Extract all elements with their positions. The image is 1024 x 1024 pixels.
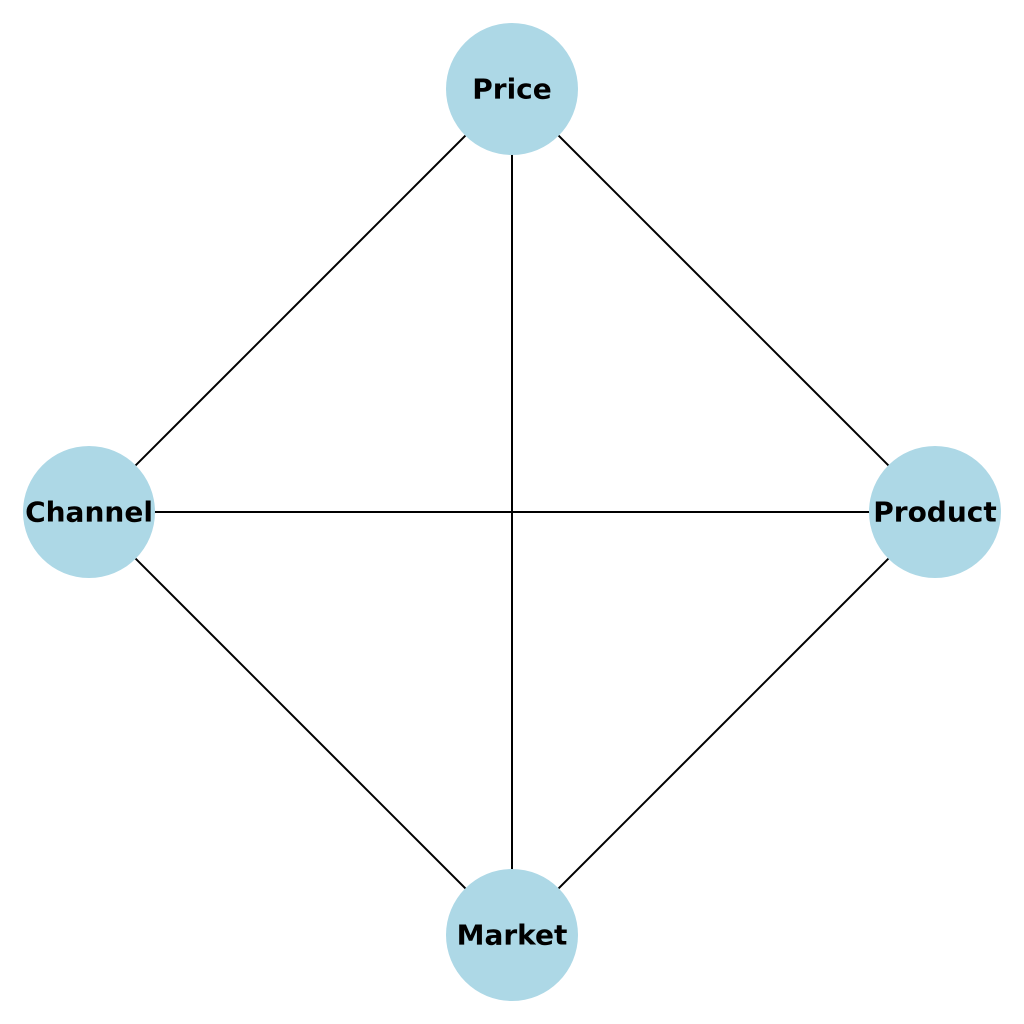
node-label-market: Market: [457, 919, 568, 952]
edge-product-market: [511, 511, 936, 936]
node-circle-product: [869, 446, 1001, 578]
node-product: Product: [869, 446, 1001, 578]
node-channel: Channel: [23, 446, 155, 578]
node-label-product: Product: [873, 496, 997, 529]
edge-price-product: [511, 88, 936, 513]
node-label-channel: Channel: [25, 496, 153, 529]
edges-layer: [88, 88, 936, 936]
node-circle-market: [446, 869, 578, 1001]
edge-price-channel: [88, 88, 513, 513]
node-price: Price: [446, 23, 578, 155]
edge-channel-market: [88, 511, 513, 936]
node-market: Market: [446, 869, 578, 1001]
node-circle-channel: [23, 446, 155, 578]
node-label-price: Price: [472, 73, 552, 106]
node-circle-price: [446, 23, 578, 155]
